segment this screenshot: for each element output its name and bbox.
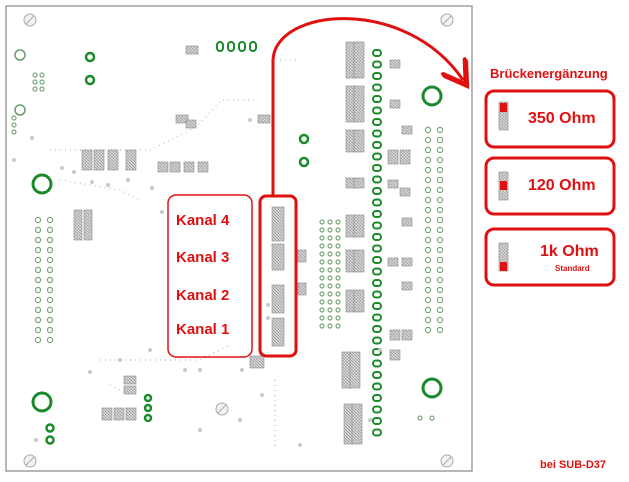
smd-component xyxy=(387,149,399,165)
smd-component xyxy=(123,375,137,385)
smd-component xyxy=(353,214,365,238)
smd-component xyxy=(113,407,125,421)
smd-component xyxy=(401,329,413,341)
smd-component xyxy=(401,217,413,227)
smd-component xyxy=(353,177,365,189)
jumper-icon-1k xyxy=(498,242,509,272)
kanal-jumper-box xyxy=(258,194,298,358)
smd-component xyxy=(249,355,265,369)
dotted-traces xyxy=(50,59,300,450)
smd-component xyxy=(353,249,365,273)
smd-component xyxy=(271,206,285,242)
pad-ring-columns xyxy=(11,72,444,421)
smd-component xyxy=(353,41,365,79)
oval-pad-column xyxy=(372,49,382,437)
smd-components xyxy=(73,41,413,445)
jumper-icon-350 xyxy=(498,101,509,131)
bridge-1k-label: 1k Ohm xyxy=(540,243,599,260)
smd-component xyxy=(389,349,401,361)
smd-component xyxy=(125,407,137,421)
smd-component xyxy=(183,161,195,173)
kanal-1-label: Kanal 1 xyxy=(176,321,230,338)
smd-component xyxy=(389,99,401,109)
smd-component xyxy=(401,125,413,135)
smd-component xyxy=(353,289,365,313)
smd-component xyxy=(401,257,413,267)
smd-component xyxy=(271,243,285,271)
bridge-option-boxes xyxy=(484,89,616,287)
kanal-3-label: Kanal 3 xyxy=(176,249,230,266)
smd-component xyxy=(297,282,307,296)
bridge-title: Brückenergänzung xyxy=(490,66,608,81)
bridge-1k-note: Standard xyxy=(555,264,590,273)
smd-component xyxy=(387,179,399,189)
oval-pad-row-top xyxy=(216,41,257,52)
kanal-label-box xyxy=(167,194,253,358)
smd-component xyxy=(399,149,411,165)
kanal-4-label: Kanal 4 xyxy=(176,212,230,229)
smd-component xyxy=(101,407,113,421)
smd-component xyxy=(271,284,285,314)
smd-component xyxy=(387,257,399,267)
smd-component xyxy=(125,149,137,171)
smd-component xyxy=(399,187,411,197)
smd-component xyxy=(271,317,285,347)
smd-component xyxy=(389,329,401,341)
footer-connector-label: bei SUB-D37 xyxy=(540,459,607,471)
smd-component xyxy=(157,161,169,173)
smd-component xyxy=(185,45,199,55)
smd-component xyxy=(83,209,93,241)
smd-component xyxy=(351,403,363,445)
smd-component xyxy=(401,281,413,291)
smd-component xyxy=(93,149,105,171)
arrow-to-bridge xyxy=(271,17,463,196)
smd-component xyxy=(169,161,181,173)
green-small-pads xyxy=(45,51,310,445)
smd-component xyxy=(185,119,197,129)
bridge-350-label: 350 Ohm xyxy=(528,110,596,127)
smd-component xyxy=(389,59,401,69)
smd-component xyxy=(349,351,361,389)
smd-component xyxy=(353,129,365,153)
kanal-2-label: Kanal 2 xyxy=(176,287,230,304)
green-mount-pads xyxy=(31,85,443,413)
smd-component xyxy=(175,114,189,124)
bridge-box-350 xyxy=(484,89,616,149)
jumper-icon-120 xyxy=(498,171,509,201)
pcb-board-outline xyxy=(5,5,473,472)
smd-component xyxy=(81,149,93,171)
mounting-holes xyxy=(23,13,454,468)
smd-component xyxy=(297,249,307,263)
smd-component xyxy=(197,161,209,173)
smd-component xyxy=(73,209,83,241)
bridge-box-1k xyxy=(484,227,616,287)
bridge-120-label: 120 Ohm xyxy=(528,177,596,194)
via-dots xyxy=(12,118,382,447)
bridge-box-120 xyxy=(484,156,616,216)
green-outline-rings xyxy=(14,49,26,116)
smd-component xyxy=(257,114,271,124)
smd-component xyxy=(107,149,119,171)
smd-component xyxy=(123,385,137,395)
smd-component xyxy=(353,85,365,123)
